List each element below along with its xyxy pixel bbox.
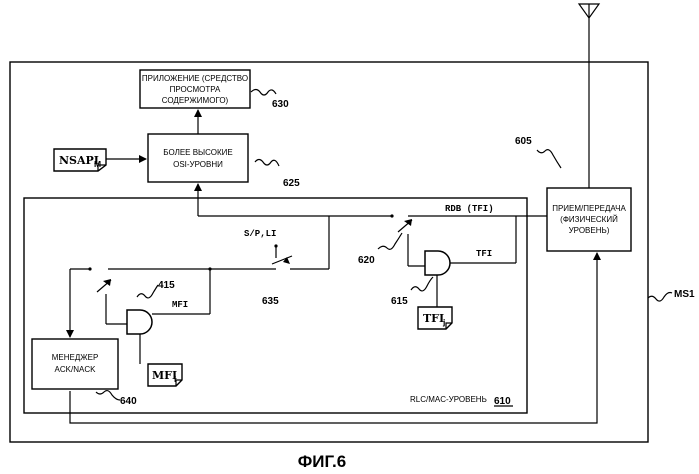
application-line-2: ПРОСМОТРА [170, 85, 221, 94]
ref-620: 620 [358, 255, 375, 266]
leader-615 [411, 277, 433, 291]
and-gate-615 [408, 216, 516, 307]
leader-625 [255, 160, 279, 167]
figure-caption: ФИГ.6 [298, 452, 346, 471]
higher-osi-block [148, 134, 248, 182]
ack-nack-line-2: ACK/NACK [55, 365, 97, 374]
ack-nack-line-1: МЕНЕДЖЕР [52, 353, 99, 362]
rlc-mac-label: RLC/MAC-УРОВЕНЬ [410, 395, 487, 404]
tfi-tag: TFI j [418, 307, 452, 329]
higher-osi-line-1: БОЛЕЕ ВЫСОКИЕ [163, 148, 232, 157]
switch-415 [97, 279, 111, 292]
ref-625: 625 [283, 178, 300, 189]
leader-630 [251, 90, 276, 96]
switch-620 [390, 214, 412, 232]
ref-610: 610 [494, 396, 511, 407]
ref-630: 630 [272, 99, 289, 110]
leader-ms1 [648, 293, 672, 302]
tfi-signal-label: TFI [476, 249, 492, 259]
switch-635 [272, 244, 292, 264]
mfi-signal-label: MFI [172, 300, 188, 310]
tfi-tag-subscript: j [442, 317, 445, 327]
higher-osi-line-2: OSI-УРОВНИ [173, 160, 223, 169]
rdb-label: RDB (TFI) [445, 204, 494, 214]
ref-615: 615 [391, 296, 408, 307]
physical-line-1: ПРИЕМ/ПЕРЕДАЧА [552, 204, 626, 213]
ack-nack-manager-block [32, 339, 118, 389]
ref-640: 640 [120, 396, 137, 407]
leader-415 [137, 285, 158, 298]
mfi-tag: MFI i [148, 364, 182, 386]
nsapi-subscript: M [94, 159, 101, 169]
ref-ms1: MS1 [674, 289, 695, 300]
leader-640 [96, 391, 120, 400]
ref-635: 635 [262, 296, 279, 307]
antenna-icon [579, 4, 599, 188]
application-line-3: СОДЕРЖИМОГО) [162, 96, 229, 105]
ack-feedback-path [70, 253, 597, 423]
ref-605: 605 [515, 136, 532, 147]
mfi-tag-subscript: i [174, 374, 176, 384]
leader-620 [378, 233, 402, 249]
nsapi-tag: NSAPI M [54, 149, 106, 171]
physical-line-2: (ФИЗИЧЕСКИЙ [560, 215, 618, 224]
nsapi-label: NSAPI [59, 154, 99, 167]
tfi-tag-label: TFI [423, 312, 444, 325]
leader-605 [537, 150, 561, 168]
physical-line-3: УРОВЕНЬ) [569, 226, 610, 235]
application-line-1: ПРИЛОЖЕНИЕ (СРЕДСТВО [142, 74, 248, 83]
ref-415: 415 [158, 280, 175, 291]
sp-li-label: S/P,LI [244, 229, 276, 239]
